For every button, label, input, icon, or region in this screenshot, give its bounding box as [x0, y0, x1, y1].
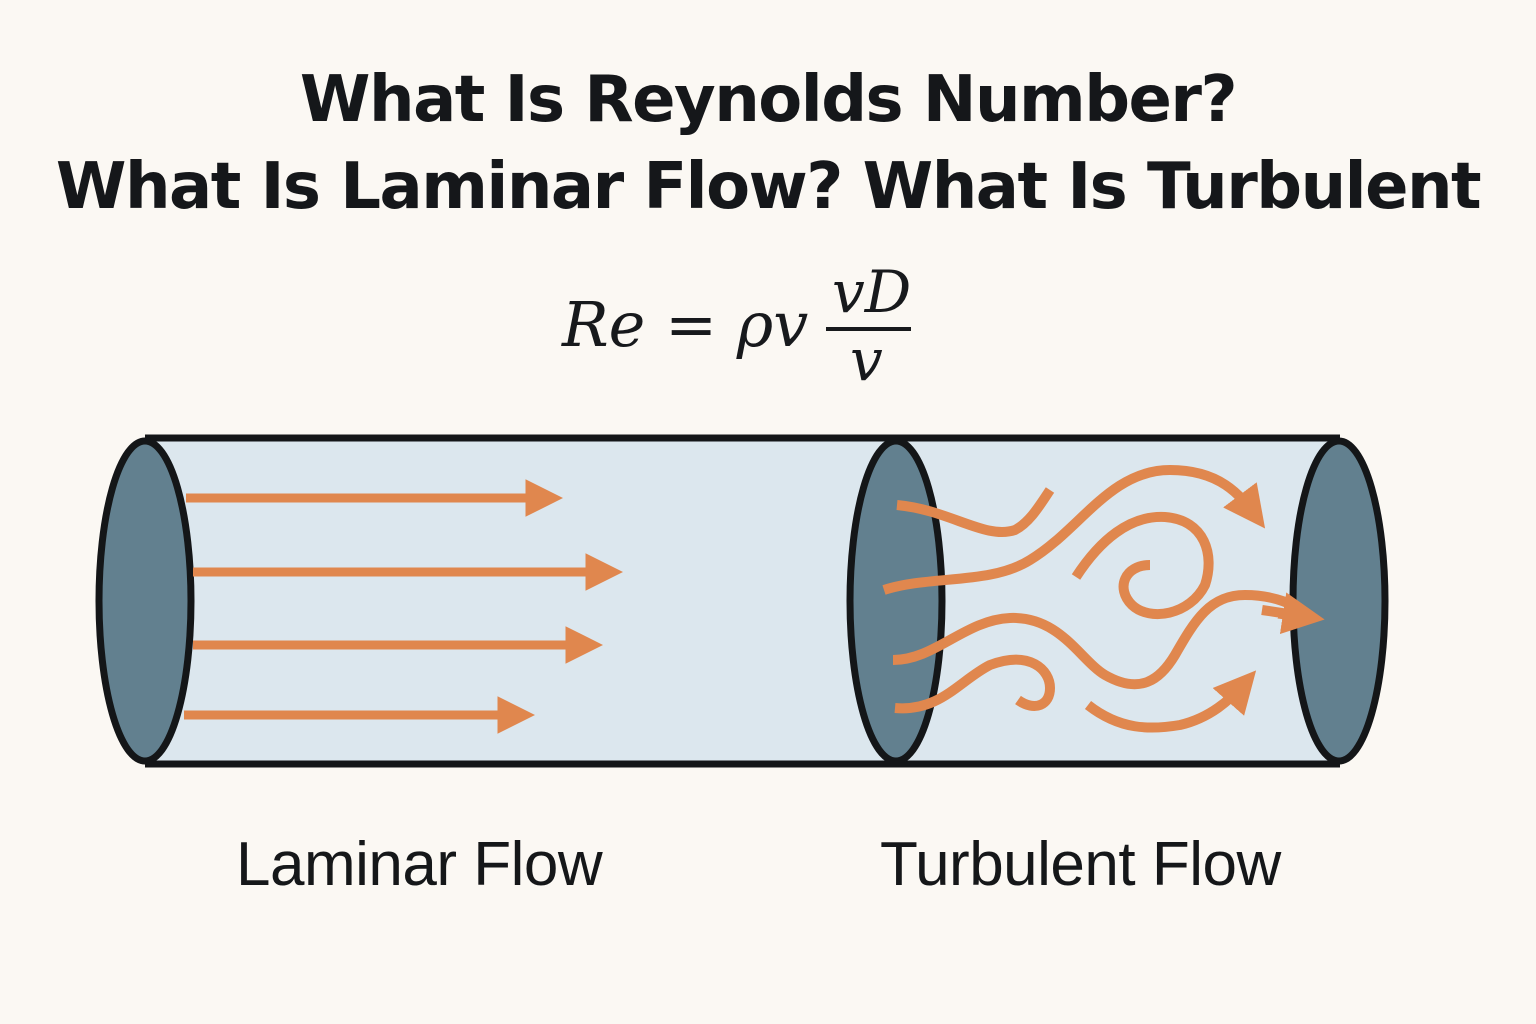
turbulent-stream — [882, 464, 1266, 595]
formula-fraction-bar — [826, 327, 911, 331]
pipe-body — [145, 438, 1340, 764]
laminar-flow-label: Laminar Flow — [236, 830, 603, 899]
turbulent-streams — [882, 464, 1324, 733]
pipe-right-cap — [1289, 437, 1389, 765]
pipe-middle-cap — [846, 437, 946, 765]
formula-denominator: v — [850, 326, 883, 394]
title-line-2: What Is Laminar Flow? What Is Turbulent — [55, 150, 1482, 224]
formula-lhs: Re = ρv — [562, 288, 809, 361]
pipe-left-cap — [95, 437, 195, 765]
turbulent-stream — [892, 583, 1324, 690]
laminar-arrows — [184, 479, 624, 734]
reynolds-formula: Re = ρv vD v — [560, 258, 920, 394]
turbulent-stream — [896, 487, 1055, 537]
turbulent-stream — [1071, 511, 1214, 619]
title-line-1: What Is Reynolds Number? — [299, 63, 1238, 137]
turbulent-stream — [894, 654, 1056, 714]
turbulent-stream — [1084, 670, 1257, 733]
turbulent-flow-label: Turbulent Flow — [880, 830, 1281, 899]
turbulent-arrow-overlap — [1261, 592, 1325, 634]
formula-numerator: vD — [832, 258, 912, 326]
